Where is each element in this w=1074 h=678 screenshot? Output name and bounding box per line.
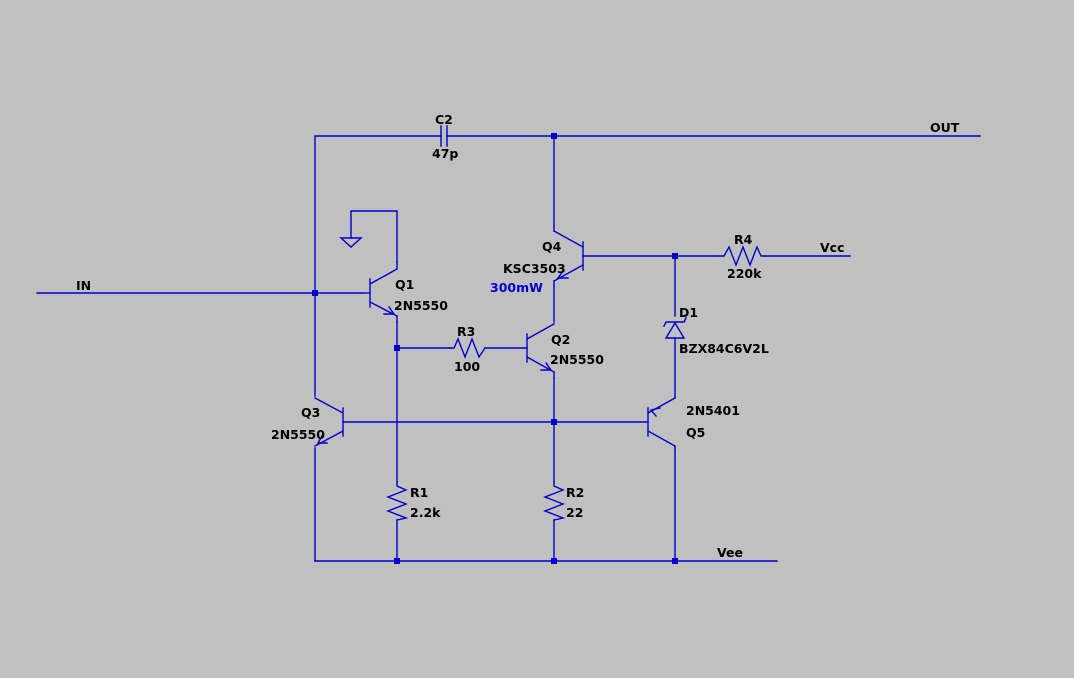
d1-model: BZX84C6V2L (679, 341, 769, 356)
resistor-r4[interactable] (716, 245, 766, 267)
r3-value: 100 (454, 359, 480, 374)
q5-model: 2N5401 (686, 403, 740, 418)
net-label-out: OUT (930, 120, 960, 135)
q1-model: 2N5550 (394, 298, 448, 313)
wire (314, 135, 442, 294)
ground-icon (339, 237, 363, 248)
d1-ref: D1 (679, 305, 698, 320)
junction-dot (312, 290, 318, 296)
junction-dot (551, 419, 557, 425)
wire (350, 210, 398, 263)
r4-ref: R4 (734, 232, 753, 247)
wires[interactable] (36, 135, 981, 562)
resistor-r3[interactable] (449, 337, 486, 359)
r3-ref: R3 (457, 324, 475, 339)
junction-dot (672, 558, 678, 564)
net-label-in: IN (76, 278, 91, 293)
capacitor-c2[interactable] (440, 125, 448, 147)
q4-ref: Q4 (542, 239, 562, 254)
junction-dot (551, 558, 557, 564)
junction-dot (394, 345, 400, 351)
r2-ref: R2 (566, 485, 584, 500)
r1-value: 2.2k (410, 505, 441, 520)
net-label-vcc: Vcc (820, 240, 845, 255)
q2-model: 2N5550 (550, 352, 604, 367)
resistor-r2[interactable] (543, 481, 566, 521)
q4-power-annotation: 300mW (490, 280, 543, 295)
junction-dot (394, 558, 400, 564)
q2-ref: Q2 (551, 332, 570, 347)
r1-ref: R1 (410, 485, 428, 500)
q3-model: 2N5550 (271, 427, 325, 442)
zener-diode-d1[interactable] (663, 317, 687, 339)
transistor-q5[interactable] (647, 395, 676, 449)
resistor-r1[interactable] (386, 481, 409, 521)
c2-value: 47p (432, 146, 458, 161)
transistor-q4[interactable] (553, 225, 584, 287)
q4-model: KSC3503 (503, 261, 566, 276)
q1-ref: Q1 (395, 277, 414, 292)
c2-ref: C2 (435, 112, 453, 127)
transistor-q3[interactable] (314, 397, 344, 447)
q5-ref: Q5 (686, 425, 705, 440)
junctions (312, 133, 678, 564)
labels: IN OUT Vcc Vee C2 47p Q1 2N5550 Q2 2N555… (76, 112, 960, 560)
transistor-q2[interactable] (526, 323, 555, 379)
q3-ref: Q3 (301, 405, 320, 420)
r2-value: 22 (566, 505, 583, 520)
transistor-q1[interactable] (361, 261, 398, 323)
junction-dot (672, 253, 678, 259)
net-label-vee: Vee (717, 545, 743, 560)
r4-value: 220k (727, 266, 762, 281)
junction-dot (551, 133, 557, 139)
